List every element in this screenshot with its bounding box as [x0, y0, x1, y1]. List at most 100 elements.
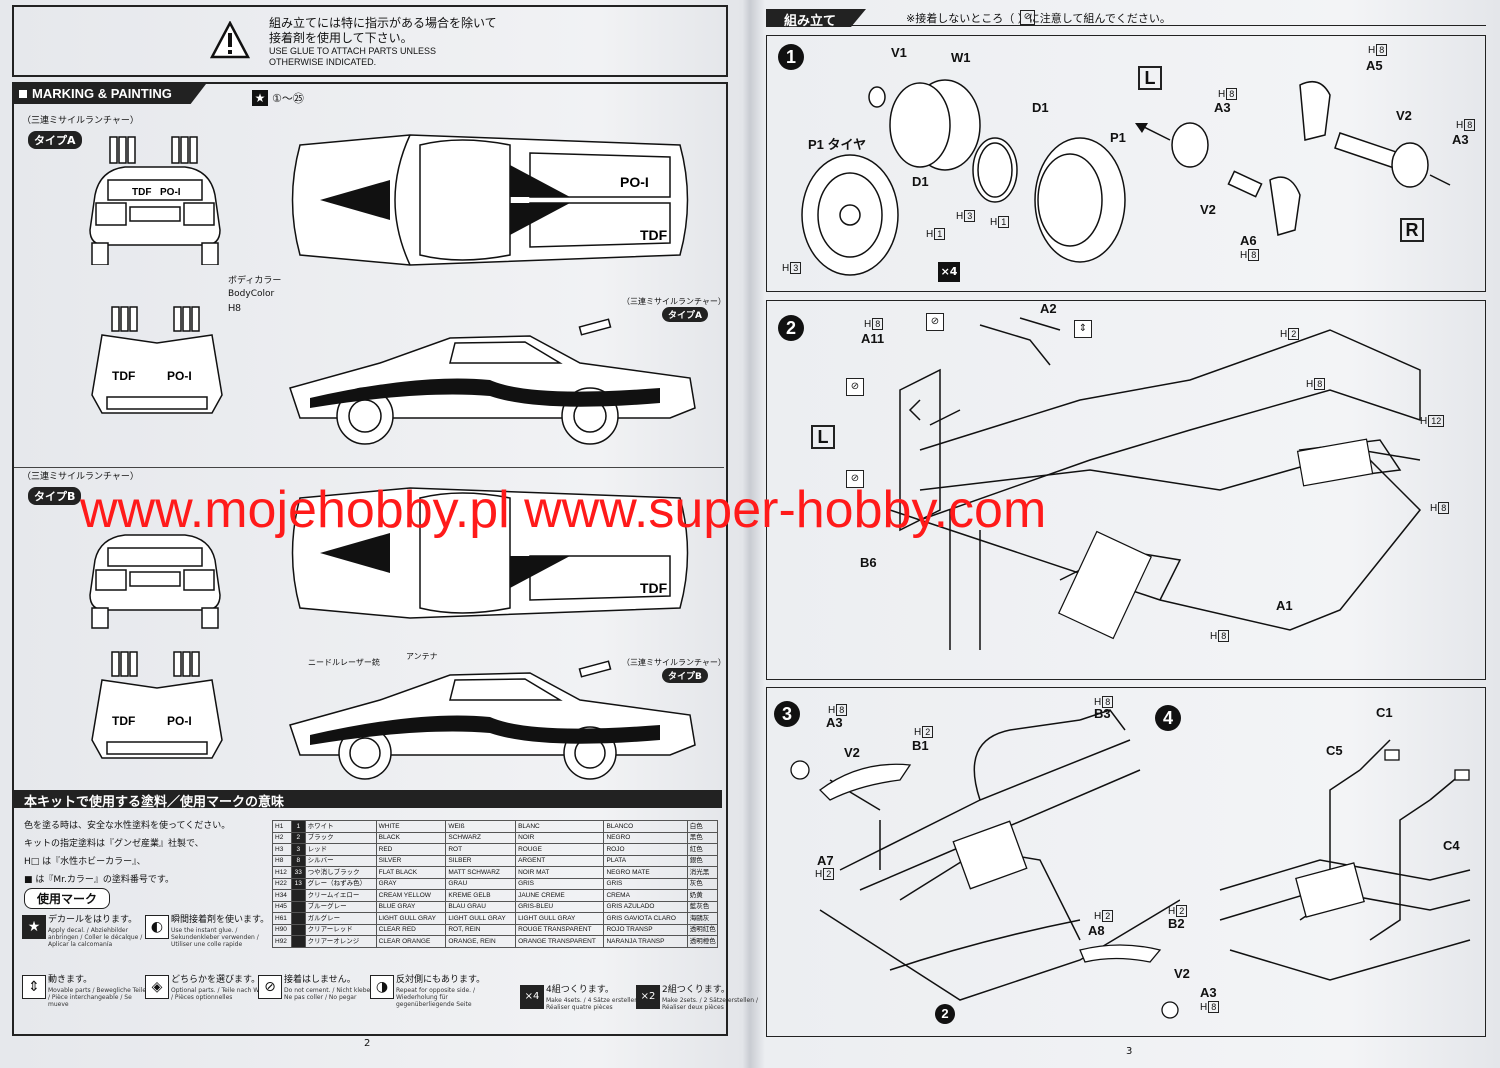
paint-name-fr: ROUGE — [515, 843, 605, 856]
paint-name-es: NARANJA TRANSP — [603, 935, 688, 948]
paint-name-jp: ブルーグレー — [304, 900, 377, 913]
step3-callout-2: 2 — [935, 1004, 955, 1024]
marking-title: MARKING & PAINTING — [32, 86, 172, 101]
step3-part-v2-bottom: V2 — [1174, 966, 1190, 981]
paint-name-es: ROJO — [603, 843, 688, 856]
legend-mark-icon: ⇕ — [22, 975, 46, 999]
paint-mr-code — [290, 935, 306, 948]
paint-title: 本キットで使用する塗料／使用マークの意味 — [24, 794, 285, 809]
step1-side-left: L — [1138, 66, 1162, 90]
step2-no-glue-icon-3: ⊘ — [846, 470, 864, 488]
paint-name-fr: GRIS — [515, 877, 605, 890]
paint-name-cn: 海鷗灰 — [686, 912, 719, 925]
paint-name-en: CREAM YELLOW — [375, 889, 447, 902]
legend-mark-icon: ⊘ — [258, 975, 282, 999]
paint-name-en: LIGHT GULL GRAY — [375, 912, 447, 925]
legend-mark-icon: ×2 — [636, 985, 660, 1009]
step3-part-a7: A7 — [817, 853, 834, 868]
paint-note-2: キットの指定塗料は『グンゼ産業』社製で、 — [24, 839, 204, 849]
paint-name-de: SILBER — [445, 854, 517, 867]
legend-mark-translation: Repeat for opposite side. / Wiederholung… — [396, 987, 476, 1008]
marking-title-square-icon — [19, 90, 27, 98]
paint-name-en: CLEAR RED — [375, 923, 447, 936]
paint-mr-code: 33 — [290, 866, 306, 879]
paint-name-de: ROT — [445, 843, 517, 856]
paint-note-1: 色を塗る時は、安全な水性塗料を使ってください。 — [24, 821, 231, 831]
paint-h-code: H8 — [272, 854, 292, 867]
step3-part-b3: B3 — [1094, 706, 1111, 721]
legend-mark-label: 接着はしません。 — [284, 975, 356, 985]
step-2-frame — [766, 300, 1486, 680]
paint-mr-code: 1 — [290, 820, 306, 833]
paint-name-de: ORANGE, REIN — [445, 935, 517, 948]
step3-part-b2: B2 — [1168, 916, 1185, 931]
paint-mr-code — [290, 912, 306, 925]
paint-h-code: H92 — [272, 935, 292, 948]
paint-h-code: H2 — [272, 831, 292, 844]
paint-mr-code: 8 — [290, 854, 306, 867]
legend-mark-translation: Optional parts. / Teile nach Wahl / Pièc… — [171, 987, 268, 1001]
launcher-label-b: （三連ミサイルランチャー） — [622, 658, 726, 667]
marking-painting-frame — [12, 82, 728, 1036]
paint-name-es: BLANCO — [603, 820, 688, 833]
warning-en-line2: OTHERWISE INDICATED. — [269, 57, 377, 67]
step-1-wheel-diagram — [801, 79, 1451, 276]
assembly-title-bar: 組み立て — [766, 9, 866, 27]
paint-name-fr: JAUNE CREME — [515, 889, 605, 902]
paint-name-es: NEGRO — [603, 831, 688, 844]
paint-name-jp: グレー（ねずみ色） — [304, 877, 377, 890]
page-number-right: 3 — [1126, 1046, 1133, 1057]
paint-name-en: BLUE GRAY — [375, 900, 447, 913]
paint-title-bar: 本キットで使用する塗料／使用マークの意味 — [14, 790, 722, 809]
paint-h-code: H3 — [272, 843, 292, 856]
legend-mark-translation: Use the instant glue. / Sekundenkleber v… — [171, 927, 259, 948]
legend-mark-icon: ◐ — [145, 915, 169, 939]
legend-mark-translation: Make 2sets. / 2 Sätze erstellen / Réalis… — [662, 997, 758, 1011]
body-color-jp: ボディカラー — [228, 276, 282, 286]
warning-icon — [210, 21, 250, 59]
step1-part-v2-left: V2 — [1200, 202, 1216, 217]
paint-mr-code — [290, 889, 306, 902]
step3-part-v2-top: V2 — [844, 745, 860, 760]
paint-name-cn: 白色 — [686, 820, 719, 833]
paint-name-en: FLAT BLACK — [375, 866, 447, 879]
paint-name-de: ROT, REIN — [445, 923, 517, 936]
car-front-po1-text: PO-I — [160, 187, 181, 198]
paint-name-en: CLEAR ORANGE — [375, 935, 447, 948]
paint-name-fr: ARGENT — [515, 854, 605, 867]
paint-name-es: PLATA — [603, 854, 688, 867]
car-front-tdf-text: TDF — [132, 187, 151, 198]
step1-part-d1-top: D1 — [1032, 100, 1049, 115]
paint-name-de: LIGHT GULL GRAY — [445, 912, 517, 925]
paint-name-jp: クリームイエロー — [304, 889, 377, 902]
step1-part-w1: W1 — [951, 50, 971, 65]
paint-mr-code: 3 — [290, 843, 306, 856]
decal-star-icon: ★ — [252, 90, 268, 106]
step-4-number: 4 — [1155, 705, 1181, 731]
paint-mr-code — [290, 900, 306, 913]
paint-name-fr: LIGHT GULL GRAY — [515, 912, 605, 925]
car-top-view-a: PO-I TDF — [291, 134, 689, 266]
legend-mark-label: 2組つくります。 — [662, 985, 730, 995]
car-front-view-a: TDF PO-I — [89, 136, 221, 265]
step-2-number: 2 — [778, 315, 804, 341]
step-3-4-frame — [766, 687, 1486, 1037]
paint-name-fr: BLANC — [515, 820, 605, 833]
step2-part-a2: A2 — [1040, 301, 1057, 316]
paint-name-fr: NOIR MAT — [515, 866, 605, 879]
paint-name-cn: 透明橙色 — [686, 935, 719, 948]
paint-h-code: H34 — [272, 889, 292, 902]
paint-name-en: RED — [375, 843, 447, 856]
